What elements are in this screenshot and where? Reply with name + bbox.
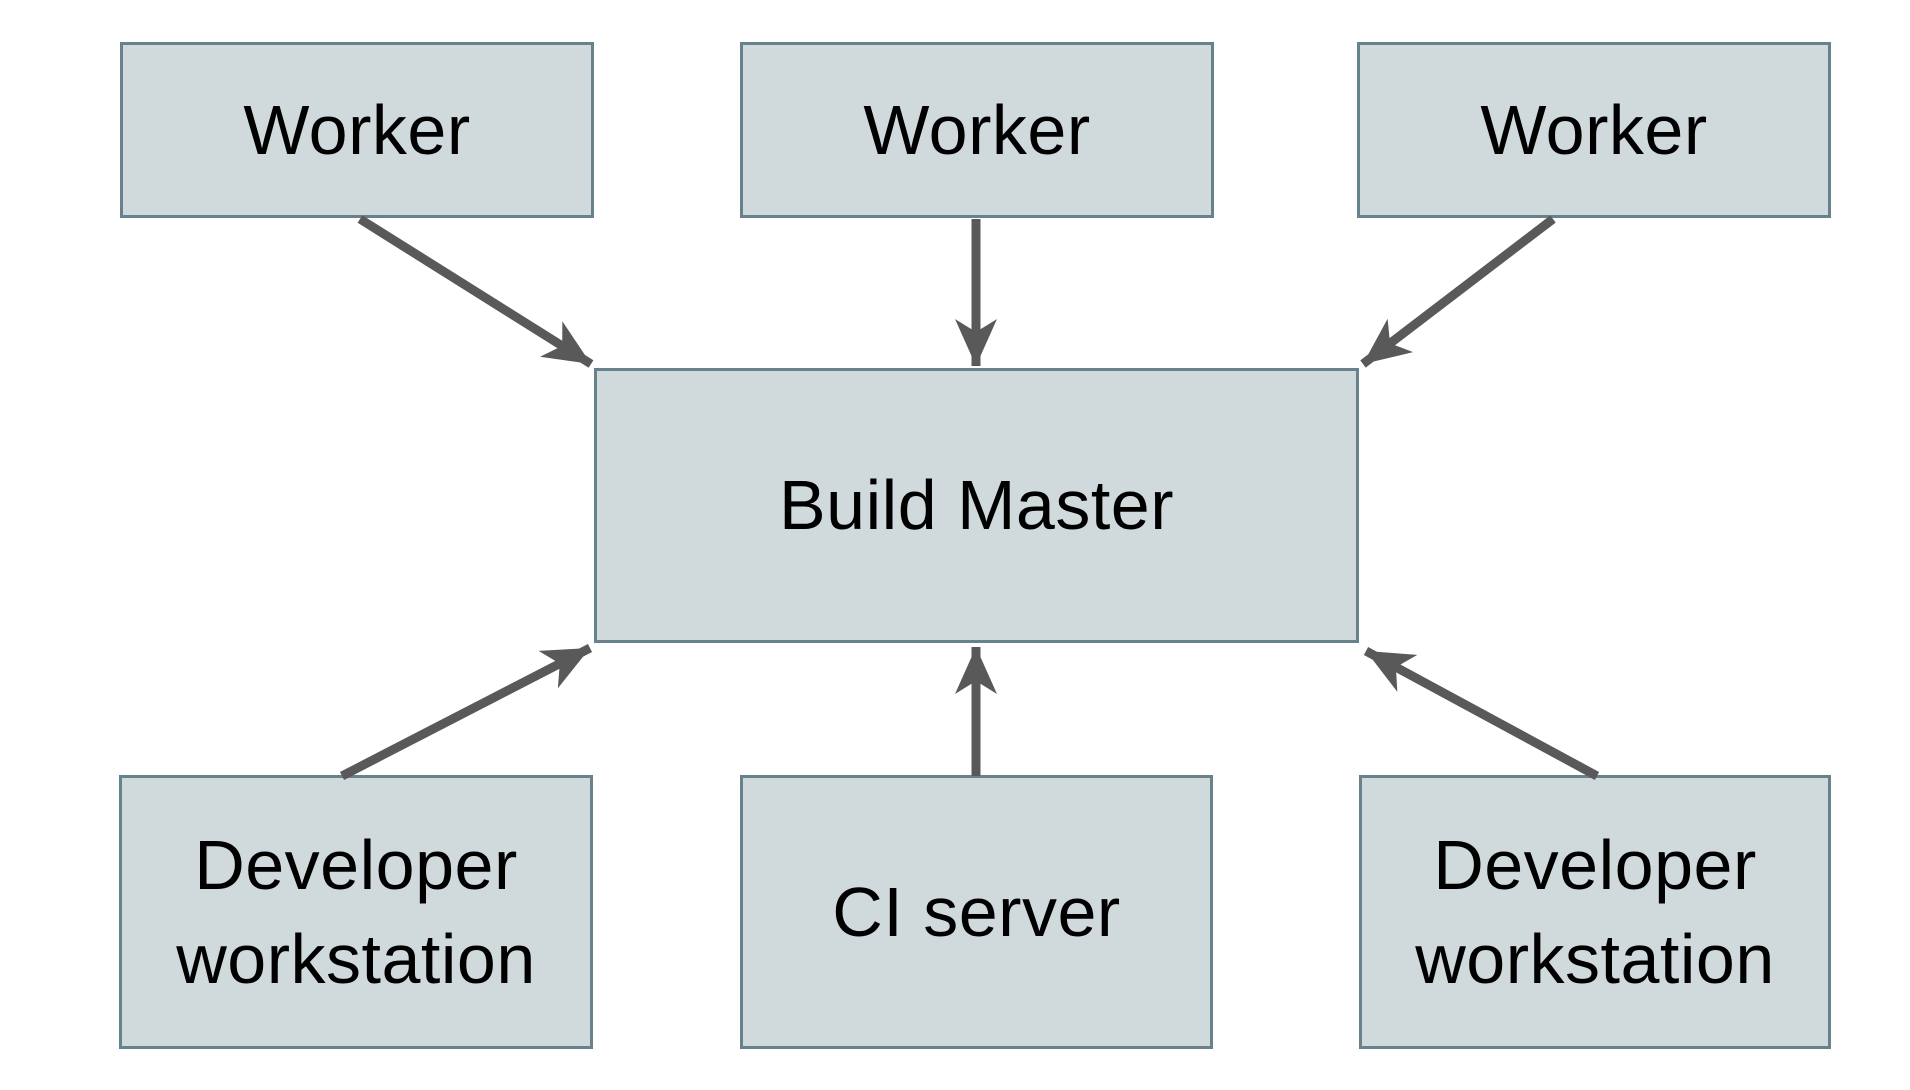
node-worker-2-label: Worker bbox=[863, 90, 1091, 169]
node-worker-1: Worker bbox=[120, 42, 594, 218]
arrow-worker-3-to-build-master bbox=[1360, 215, 1556, 368]
arrow-developer-workstation-right-to-build-master bbox=[1363, 647, 1600, 780]
node-ci-server: CI server bbox=[740, 775, 1213, 1049]
node-build-master-label: Build Master bbox=[778, 466, 1175, 545]
node-worker-3-label: Worker bbox=[1480, 90, 1708, 169]
arrow-developer-workstation-left-to-build-master bbox=[339, 644, 593, 780]
node-developer-workstation-left: Developer workstation bbox=[119, 775, 593, 1049]
node-worker-2: Worker bbox=[740, 42, 1214, 218]
node-ci-server-label: CI server bbox=[832, 872, 1121, 951]
arrow-worker-1-to-build-master bbox=[357, 215, 594, 368]
node-worker-1-label: Worker bbox=[243, 90, 471, 169]
node-developer-workstation-right: Developer workstation bbox=[1359, 775, 1831, 1049]
node-developer-workstation-right-label: Developer workstation bbox=[1415, 825, 1775, 999]
node-worker-3: Worker bbox=[1357, 42, 1831, 218]
node-developer-workstation-left-label: Developer workstation bbox=[176, 825, 536, 999]
node-build-master: Build Master bbox=[594, 368, 1359, 643]
